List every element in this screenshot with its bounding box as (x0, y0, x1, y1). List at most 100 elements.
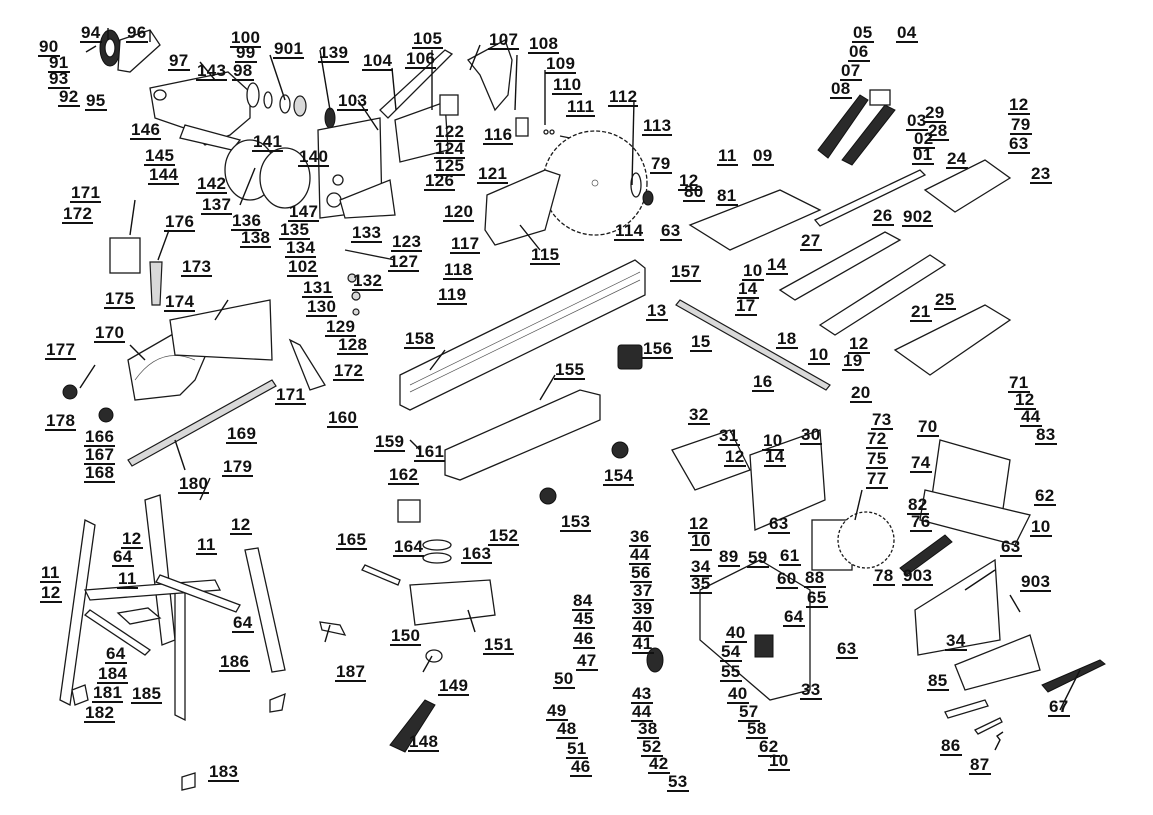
part-label: 65 (806, 588, 828, 608)
part-label: 177 (45, 340, 77, 360)
side-panel (914, 558, 1041, 691)
part-label: 32 (688, 405, 710, 425)
motor-bearings (246, 82, 336, 129)
part-label: 24 (946, 149, 968, 169)
part-label: 63 (836, 639, 858, 659)
part-label: 18 (776, 329, 798, 349)
part-label: 17 (735, 296, 757, 316)
part-label: 106 (405, 49, 437, 69)
part-label: 38 (637, 719, 659, 739)
front-rail (675, 299, 831, 391)
part-label: 167 (84, 445, 116, 465)
mitre-gauge (62, 237, 326, 467)
part-label: 901 (273, 39, 305, 59)
motor-housing (149, 71, 251, 151)
part-label: 171 (70, 183, 102, 203)
part-label: 133 (351, 223, 383, 243)
part-label: 151 (483, 635, 515, 655)
part-label: 98 (232, 61, 254, 81)
part-label: 16 (752, 372, 774, 392)
part-label: 28 (927, 121, 949, 141)
sliding-table-arms (817, 89, 896, 166)
part-label: 46 (570, 757, 592, 777)
part-label: 63 (1008, 134, 1030, 154)
part-label: 11 (717, 146, 738, 166)
part-label: 12 (40, 583, 62, 603)
part-label: 171 (275, 385, 307, 405)
part-label: 82 (907, 495, 929, 515)
part-label: 105 (412, 29, 444, 49)
part-label: 158 (404, 329, 436, 349)
part-label: 12 (724, 447, 746, 467)
front-panel (646, 559, 811, 701)
part-label: 11 (40, 563, 61, 583)
part-label: 44 (631, 702, 653, 722)
part-label: 100 (230, 28, 262, 48)
part-label: 183 (208, 762, 240, 782)
part-label: 87 (969, 755, 991, 775)
part-label: 89 (718, 547, 740, 567)
part-label: 08 (830, 79, 852, 99)
part-label: 903 (902, 566, 934, 586)
part-label: 23 (1030, 164, 1052, 184)
part-label: 44 (629, 545, 651, 565)
part-label: 37 (632, 581, 654, 601)
part-label: 12 (1014, 390, 1036, 410)
part-label: 173 (181, 257, 213, 277)
part-label: 26 (872, 206, 894, 226)
part-label: 140 (298, 147, 330, 167)
part-label: 71 (1008, 373, 1030, 393)
part-label: 157 (670, 262, 702, 282)
part-label: 97 (168, 51, 190, 71)
part-label: 85 (927, 671, 949, 691)
part-label: 124 (434, 139, 466, 159)
part-label: 134 (285, 238, 317, 258)
table-extension-rear (893, 159, 1012, 376)
part-label: 169 (226, 424, 258, 444)
part-label: 74 (910, 453, 932, 473)
part-label: 61 (779, 546, 801, 566)
part-label: 170 (94, 323, 126, 343)
part-label: 96 (126, 23, 148, 43)
part-label: 102 (287, 257, 319, 277)
part-label: 76 (910, 512, 932, 532)
part-label: 58 (746, 719, 768, 739)
part-label: 52 (641, 737, 663, 757)
part-label: 104 (362, 51, 394, 71)
part-label: 161 (414, 442, 446, 462)
part-label: 118 (443, 260, 474, 280)
part-label: 40 (632, 617, 654, 637)
part-label: 01 (912, 145, 934, 165)
part-label: 156 (642, 339, 674, 359)
part-label: 155 (554, 360, 586, 380)
part-label: 121 (477, 164, 509, 184)
part-label: 117 (450, 234, 481, 254)
part-label: 83 (1035, 425, 1057, 445)
part-label: 34 (690, 557, 712, 577)
part-label: 152 (488, 526, 520, 546)
part-label: 03 (906, 111, 928, 131)
part-label: 64 (783, 607, 805, 627)
part-label: 46 (573, 629, 595, 649)
part-label: 123 (391, 232, 423, 252)
part-label: 114 (614, 221, 645, 241)
part-label: 11 (196, 535, 217, 555)
part-label: 80 (683, 182, 705, 202)
part-label: 44 (1020, 407, 1042, 427)
part-label: 159 (374, 432, 406, 452)
part-label: 143 (196, 61, 228, 81)
part-label: 113 (642, 116, 673, 136)
part-label: 126 (424, 171, 456, 191)
part-label: 62 (758, 737, 780, 757)
part-label: 119 (437, 285, 468, 305)
part-label: 35 (690, 574, 712, 594)
part-label: 72 (866, 429, 888, 449)
part-label: 79 (650, 154, 672, 174)
part-label: 128 (337, 335, 369, 355)
part-label: 59 (747, 548, 769, 568)
part-label: 11 (117, 569, 138, 589)
part-label: 125 (434, 156, 466, 176)
part-label: 136 (231, 211, 263, 231)
part-label: 50 (553, 669, 575, 689)
part-label: 15 (690, 332, 712, 352)
